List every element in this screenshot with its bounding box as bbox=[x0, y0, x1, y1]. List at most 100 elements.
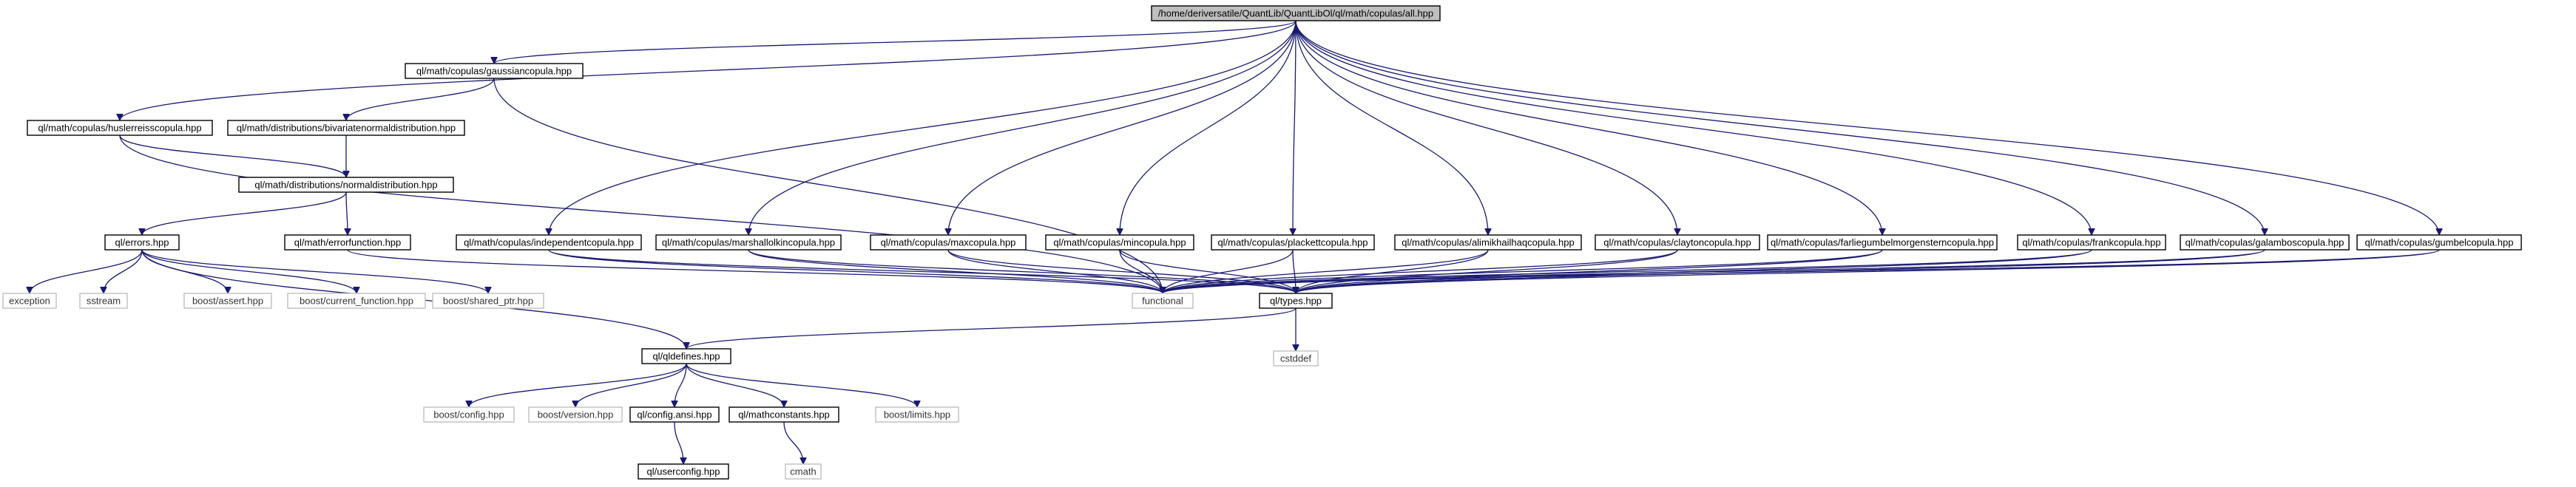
node-types[interactable]: ql/types.hpp bbox=[1259, 293, 1333, 309]
edge-farlie-to-functional bbox=[1163, 249, 1883, 294]
node-box bbox=[1211, 234, 1375, 251]
node-box bbox=[875, 406, 959, 423]
node-label: exception bbox=[9, 295, 50, 306]
node-all[interactable]: /home/deriversatile/QuantLib/QuantLibOl/… bbox=[1151, 5, 1441, 21]
edge-marshall-to-types bbox=[748, 249, 1296, 294]
node-alimikhail[interactable]: ql/math/copulas/alimikhailhaqcopula.hpp bbox=[1394, 234, 1582, 251]
node-box bbox=[27, 120, 213, 136]
node-box bbox=[79, 293, 128, 309]
edge-all-to-frank bbox=[1295, 20, 2092, 235]
node-min[interactable]: ql/math/copulas/mincopula.hpp bbox=[1045, 234, 1194, 251]
node-label: ql/userconfig.hpp bbox=[646, 466, 720, 477]
node-box bbox=[641, 348, 731, 364]
edge-farlie-to-types bbox=[1296, 249, 1883, 294]
node-plackett[interactable]: ql/math/copulas/plackettcopula.hpp bbox=[1211, 234, 1375, 251]
node-box bbox=[785, 463, 822, 480]
node-label: ql/qldefines.hpp bbox=[652, 350, 720, 361]
node-box bbox=[655, 234, 842, 251]
node-bconfig: boost/config.hpp bbox=[423, 406, 515, 423]
node-qldefines[interactable]: ql/qldefines.hpp bbox=[641, 348, 731, 364]
node-box bbox=[2017, 234, 2166, 251]
node-label: cmath bbox=[790, 466, 816, 477]
node-box bbox=[1132, 293, 1194, 309]
node-marshall[interactable]: ql/math/copulas/marshallolkincopula.hpp bbox=[655, 234, 842, 251]
node-bcurrent: boost/current_function.hpp bbox=[287, 293, 426, 309]
node-box bbox=[1151, 5, 1441, 21]
node-gaussian[interactable]: ql/math/copulas/gaussiancopula.hpp bbox=[405, 63, 584, 79]
node-husler[interactable]: ql/math/copulas/huslerreisscopula.hpp bbox=[27, 120, 213, 136]
node-userconfig[interactable]: ql/userconfig.hpp bbox=[638, 463, 729, 480]
node-box bbox=[2180, 234, 2350, 251]
node-label: ql/math/copulas/gaussiancopula.hpp bbox=[416, 65, 572, 76]
edge-max-to-types bbox=[947, 249, 1296, 294]
node-box bbox=[528, 406, 623, 423]
node-exception: exception bbox=[2, 293, 57, 309]
node-farlie[interactable]: ql/math/copulas/farliegumbelmorgensternc… bbox=[1767, 234, 1998, 251]
node-label: ql/math/errorfunction.hpp bbox=[294, 236, 402, 248]
edge-normal-to-errorfunction bbox=[346, 191, 348, 235]
edge-types-to-qldefines bbox=[686, 307, 1297, 350]
node-errorfunction[interactable]: ql/math/errorfunction.hpp bbox=[284, 234, 411, 251]
edge-galambos-to-functional bbox=[1163, 249, 2265, 294]
edge-all-to-gaussian bbox=[494, 20, 1297, 64]
edge-all-to-gumbel bbox=[1295, 20, 2439, 235]
edge-configansi-to-userconfig bbox=[674, 421, 683, 464]
node-box bbox=[104, 234, 180, 251]
node-label: ql/math/copulas/frankcopula.hpp bbox=[2022, 236, 2160, 248]
node-label: ql/math/copulas/alimikhailhaqcopula.hpp bbox=[1402, 236, 1574, 248]
node-label: functional bbox=[1142, 295, 1183, 306]
edge-clayton-to-functional bbox=[1163, 249, 1678, 294]
node-label: ql/math/copulas/plackettcopula.hpp bbox=[1217, 236, 1368, 248]
node-errors[interactable]: ql/errors.hpp bbox=[104, 234, 180, 251]
edge-errorfunction-to-functional bbox=[347, 249, 1163, 294]
node-label: sstream bbox=[87, 295, 121, 306]
node-label: ql/math/copulas/claytoncopula.hpp bbox=[1603, 236, 1751, 248]
node-label: boost/shared_ptr.hpp bbox=[443, 295, 533, 306]
edge-all-to-plackett bbox=[1293, 20, 1297, 235]
node-galambos[interactable]: ql/math/copulas/galamboscopula.hpp bbox=[2180, 234, 2350, 251]
edge-min-to-types bbox=[1119, 249, 1296, 294]
edge-independent-to-functional bbox=[548, 249, 1163, 294]
edge-gumbel-to-types bbox=[1296, 249, 2440, 294]
node-label: ql/math/copulas/independentcopula.hpp bbox=[464, 236, 634, 248]
edge-alimikhail-to-types bbox=[1296, 249, 1489, 294]
edge-gumbel-to-functional bbox=[1163, 249, 2440, 294]
node-label: boost/current_function.hpp bbox=[300, 295, 413, 306]
node-gumbel[interactable]: ql/math/copulas/gumbelcopula.hpp bbox=[2356, 234, 2522, 251]
edge-husler-to-normal bbox=[119, 134, 346, 178]
node-independent[interactable]: ql/math/copulas/independentcopula.hpp bbox=[456, 234, 642, 251]
edge-plackett-to-functional bbox=[1163, 249, 1294, 294]
node-box bbox=[2356, 234, 2522, 251]
edge-all-to-farlie bbox=[1295, 20, 1882, 235]
edge-qldefines-to-configansi bbox=[675, 363, 687, 407]
node-bassert: boost/assert.hpp bbox=[183, 293, 272, 309]
node-label: ql/math/distributions/normaldistribution… bbox=[254, 179, 437, 190]
node-box bbox=[728, 406, 839, 423]
node-label: boost/limits.hpp bbox=[884, 409, 950, 420]
node-normal[interactable]: ql/math/distributions/normaldistribution… bbox=[238, 177, 454, 193]
node-box bbox=[183, 293, 272, 309]
edge-all-to-alimikhail bbox=[1295, 20, 1488, 235]
node-label: ql/math/copulas/marshallolkincopula.hpp bbox=[662, 236, 835, 248]
node-clayton[interactable]: ql/math/copulas/claytoncopula.hpp bbox=[1595, 234, 1760, 251]
node-box bbox=[287, 293, 426, 309]
node-frank[interactable]: ql/math/copulas/frankcopula.hpp bbox=[2017, 234, 2166, 251]
node-max[interactable]: ql/math/copulas/maxcopula.hpp bbox=[870, 234, 1027, 251]
node-box bbox=[405, 63, 584, 79]
edge-qldefines-to-blimits bbox=[686, 363, 917, 408]
node-box bbox=[1273, 350, 1319, 367]
node-label: ql/math/copulas/galamboscopula.hpp bbox=[2185, 236, 2345, 248]
node-configansi[interactable]: ql/config.ansi.hpp bbox=[629, 406, 720, 423]
node-label: ql/math/distributions/bivariatenormaldis… bbox=[237, 122, 456, 133]
node-box bbox=[2, 293, 57, 309]
node-mathconstants[interactable]: ql/mathconstants.hpp bbox=[728, 406, 839, 423]
edge-all-to-galambos bbox=[1295, 20, 2265, 235]
node-bivariate[interactable]: ql/math/distributions/bivariatenormaldis… bbox=[227, 120, 465, 136]
node-sstream: sstream bbox=[79, 293, 128, 309]
node-box bbox=[870, 234, 1027, 251]
edge-all-to-marshall bbox=[748, 20, 1297, 235]
node-label: ql/errors.hpp bbox=[115, 236, 169, 248]
node-label: ql/math/copulas/huslerreisscopula.hpp bbox=[38, 122, 201, 133]
node-label: cstddef bbox=[1280, 353, 1311, 364]
node-label: ql/math/copulas/maxcopula.hpp bbox=[881, 236, 1016, 248]
